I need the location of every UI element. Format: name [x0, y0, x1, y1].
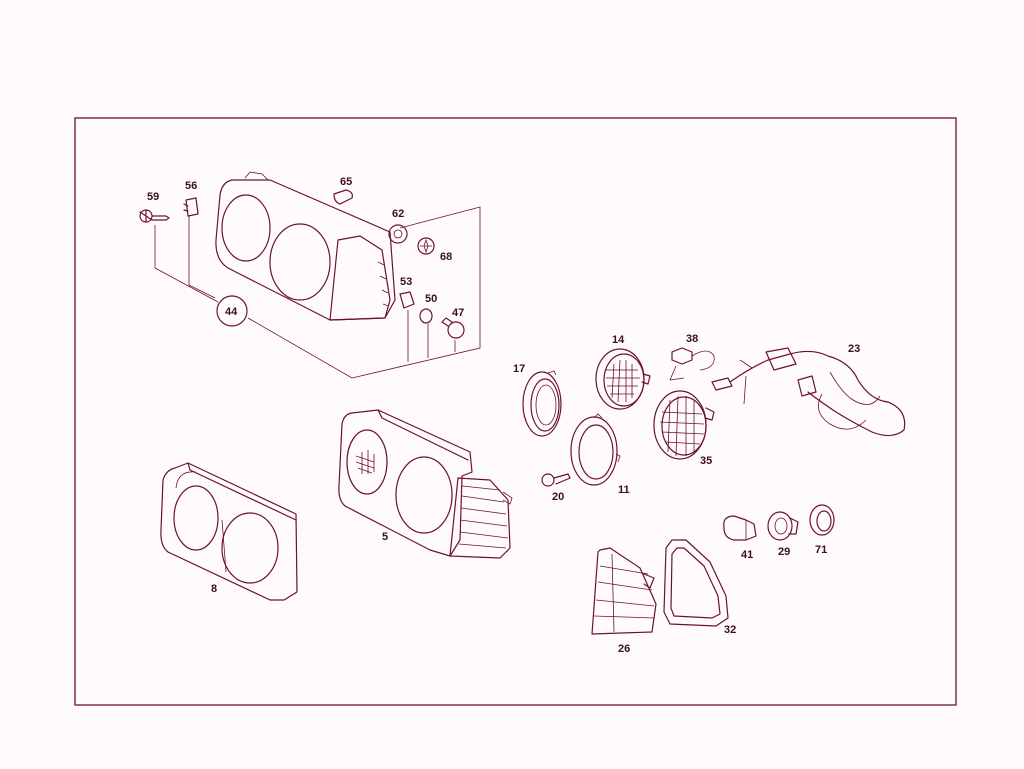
- bulb-41: [723, 515, 757, 541]
- ring-17: [522, 370, 562, 437]
- callout-53: 53: [400, 276, 412, 288]
- headlamp-assembly-44: [215, 171, 396, 321]
- diagram-frame: [74, 117, 957, 706]
- washer-68: [417, 237, 435, 255]
- callout-26: 26: [618, 643, 630, 655]
- callout-8: 8: [211, 583, 217, 595]
- bulb-65: [333, 189, 353, 205]
- callout-14: 14: [612, 334, 625, 346]
- adjuster-47: [441, 317, 465, 339]
- ring-71: [809, 504, 835, 536]
- ring-11: [570, 413, 621, 486]
- screw-20: [541, 473, 571, 487]
- callout-17: 17: [513, 363, 525, 375]
- indicator-lens-26: [591, 547, 657, 635]
- callout-20: 20: [552, 491, 564, 503]
- ring-50: [419, 308, 433, 324]
- callout-5: 5: [382, 531, 388, 543]
- callout-11: 11: [618, 484, 630, 496]
- lamp-insert-35: [653, 390, 715, 460]
- callout-circle-44: [216, 295, 248, 327]
- leader-lines-44: [154, 206, 481, 379]
- clip-56: [183, 197, 199, 217]
- callout-59: 59: [147, 191, 159, 203]
- lamp-insert-14: [595, 348, 651, 410]
- callout-62: 62: [392, 208, 404, 220]
- callout-50: 50: [425, 293, 437, 305]
- socket-29: [767, 511, 799, 541]
- callout-labels: 59 56 65 62 68 53 50 47 44 17 14 38 23 3…: [147, 176, 860, 655]
- callout-29: 29: [778, 546, 790, 558]
- callout-56: 56: [185, 180, 197, 192]
- bulb-38: [669, 347, 715, 381]
- nut-62: [388, 224, 408, 244]
- gasket-32: [663, 539, 729, 627]
- headlamp-frame-8: [160, 462, 298, 601]
- callout-32: 32: [724, 624, 736, 636]
- callout-35: 35: [700, 455, 712, 467]
- clip-53: [399, 291, 415, 309]
- callout-44: 44: [225, 306, 238, 318]
- callout-47: 47: [452, 307, 464, 319]
- headlamp-unit-5: [338, 409, 513, 559]
- callout-71: 71: [815, 544, 827, 556]
- callout-41: 41: [741, 549, 753, 561]
- callout-38: 38: [686, 333, 698, 345]
- screw-59: [139, 209, 170, 223]
- callout-68: 68: [440, 251, 452, 263]
- callout-23: 23: [848, 343, 860, 355]
- callout-65: 65: [340, 176, 352, 188]
- wiring-harness-23: [711, 347, 906, 437]
